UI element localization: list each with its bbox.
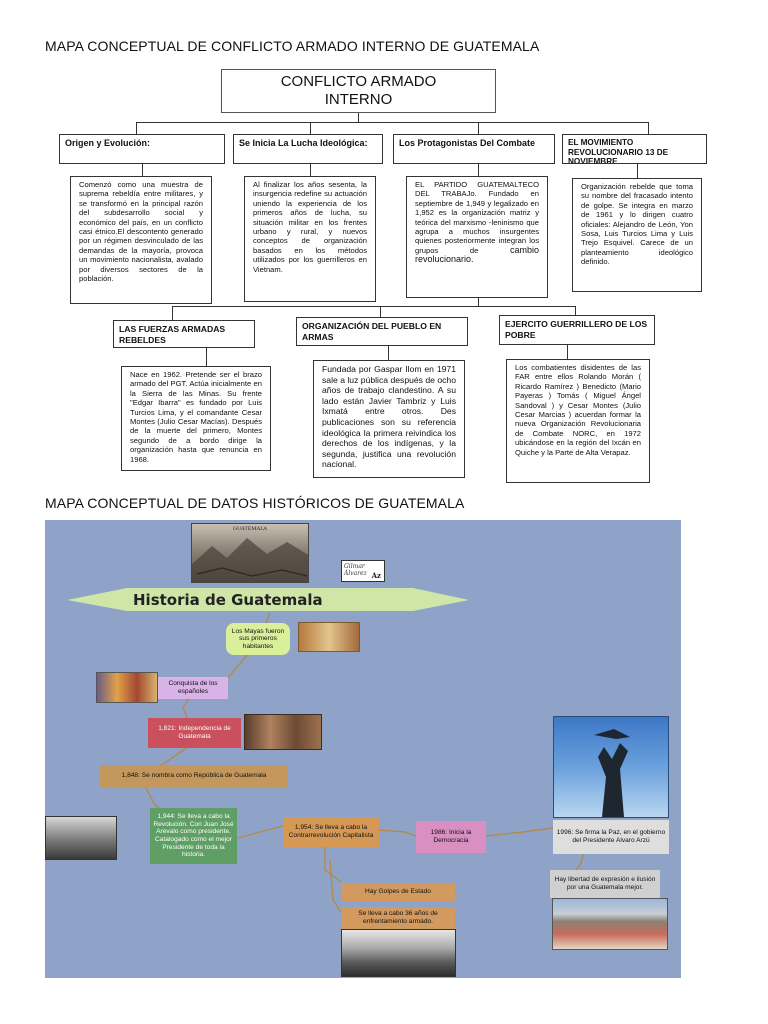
desc-movimiento-13-nov: Organización rebelde que toma su nombre … bbox=[572, 178, 702, 292]
desc-origen: Comenzó como una muestra de suprema rebe… bbox=[70, 176, 212, 304]
node-independencia: 1,821: Independencia de Guatemala bbox=[148, 718, 241, 748]
map1-title-line2: INTERNO bbox=[324, 91, 393, 108]
mayas-image bbox=[298, 622, 360, 652]
revolucion-image bbox=[45, 816, 117, 860]
map2-title: Historia de Guatemala bbox=[133, 591, 323, 609]
connector bbox=[358, 113, 359, 122]
category-origen: Origen y Evolución: bbox=[59, 134, 225, 164]
node-enfrentamiento: Se lleva a cabo 36 años de enfrentamient… bbox=[341, 907, 455, 929]
connector bbox=[575, 306, 576, 315]
node-conquista: Conquista de los españoles bbox=[158, 677, 228, 699]
subgroup-far: LAS FUERZAS ARMADAS REBELDES bbox=[113, 320, 255, 348]
subgroup-egp: EJERCITO GUERRILLERO DE LOS POBRE bbox=[499, 315, 655, 345]
node-mayas: Los Mayas fueron sus primeros habitantes bbox=[226, 623, 290, 655]
connector-democracia bbox=[377, 829, 417, 837]
node-paz: 1996: Se firma la Paz, en el gobierno de… bbox=[553, 820, 669, 854]
connector bbox=[172, 306, 173, 320]
connector bbox=[136, 122, 649, 123]
category-protagonistas: Los Protagonistas Del Combate bbox=[393, 134, 555, 164]
desc-orpa: Fundada por Gaspar Ilom en 1971 sale a l… bbox=[313, 360, 465, 478]
connector bbox=[567, 345, 568, 359]
connector bbox=[648, 122, 649, 134]
connector bbox=[310, 122, 311, 134]
armed-conflict-image bbox=[341, 929, 456, 977]
node-libertad: Hay libertad de expresión e ilusión por … bbox=[550, 870, 660, 898]
connector bbox=[478, 298, 479, 306]
connector-paz bbox=[484, 827, 554, 837]
desc-protagonistas: EL PARTIDO GUATEMALTECO DEL TRABAJo. Fun… bbox=[406, 176, 548, 298]
node-democracia: 1986: Inicia la Democracia bbox=[416, 821, 486, 853]
connector bbox=[172, 306, 575, 307]
connector bbox=[310, 164, 311, 176]
conquista-image bbox=[96, 672, 158, 703]
signature-logo: Gilmar Álvarez Az bbox=[341, 560, 385, 582]
desc-protagonistas-text: EL PARTIDO GUATEMALTECO DEL TRABAJo. Fun… bbox=[415, 180, 539, 255]
monument-silhouette bbox=[594, 729, 630, 817]
map1-heading: MAPA CONCEPTUAL DE CONFLICTO ARMADO INTE… bbox=[45, 38, 540, 54]
subgroup-orpa: ORGANIZACIÓN DEL PUEBLO EN ARMAS bbox=[296, 317, 468, 346]
title-band bbox=[67, 588, 469, 611]
connector bbox=[388, 346, 389, 360]
map1-title-line1: CONFLICTO ARMADO bbox=[280, 73, 437, 90]
category-lucha-ideologica: Se Inicia La Lucha Ideológica: bbox=[233, 134, 383, 164]
connector-enfrentamiento bbox=[329, 859, 342, 913]
desc-egp: Los combatientes disidentes de las FAR e… bbox=[506, 359, 650, 483]
connector-revolucion bbox=[237, 825, 284, 839]
signature-text: Gilmar Álvarez bbox=[344, 563, 367, 577]
connector bbox=[136, 122, 137, 134]
connector-golpes bbox=[324, 845, 342, 883]
node-contrarrevolucion: 1,954: Se lleva a cabo la Contrarrevoluc… bbox=[283, 817, 379, 847]
desc-protagonistas-emphasis: cambio revolucionario. bbox=[415, 244, 539, 265]
category-movimiento-13-nov: EL MOVIMIENTO REVOLUCIONARIO 13 DE NOVIE… bbox=[562, 134, 707, 164]
engraving-illustration bbox=[192, 538, 308, 582]
map1-title-box: CONFLICTO ARMADO INTERNO bbox=[221, 69, 496, 113]
paz-monument-image bbox=[553, 716, 669, 818]
crowd-image bbox=[552, 898, 668, 950]
connector bbox=[380, 306, 381, 317]
desc-lucha-ideologica: Al finalizar los años sesenta, la insurg… bbox=[244, 176, 376, 302]
connector bbox=[142, 164, 143, 176]
engraving-image: GUATEMALA bbox=[191, 523, 309, 583]
engraving-caption: GUATEMALA bbox=[232, 526, 268, 532]
desc-far: Nace en 1962. Pretende ser el brazo arma… bbox=[121, 366, 271, 471]
connector bbox=[206, 348, 207, 366]
map2-canvas: GUATEMALA Gilmar Álvarez Az Historia de … bbox=[45, 520, 681, 978]
map2-heading: MAPA CONCEPTUAL DE DATOS HISTÓRICOS DE G… bbox=[45, 495, 465, 511]
signature-mark: Az bbox=[371, 571, 381, 580]
independencia-image bbox=[244, 714, 322, 750]
connector bbox=[637, 164, 638, 178]
node-republica: 1,848: Se nombra como República de Guate… bbox=[100, 765, 288, 787]
connector bbox=[478, 164, 479, 176]
node-golpes: Hay Golpes de Estado bbox=[341, 883, 455, 901]
node-revolucion: 1,944: Se lleva a cabo la Revolución. Co… bbox=[150, 808, 237, 864]
connector bbox=[478, 122, 479, 134]
